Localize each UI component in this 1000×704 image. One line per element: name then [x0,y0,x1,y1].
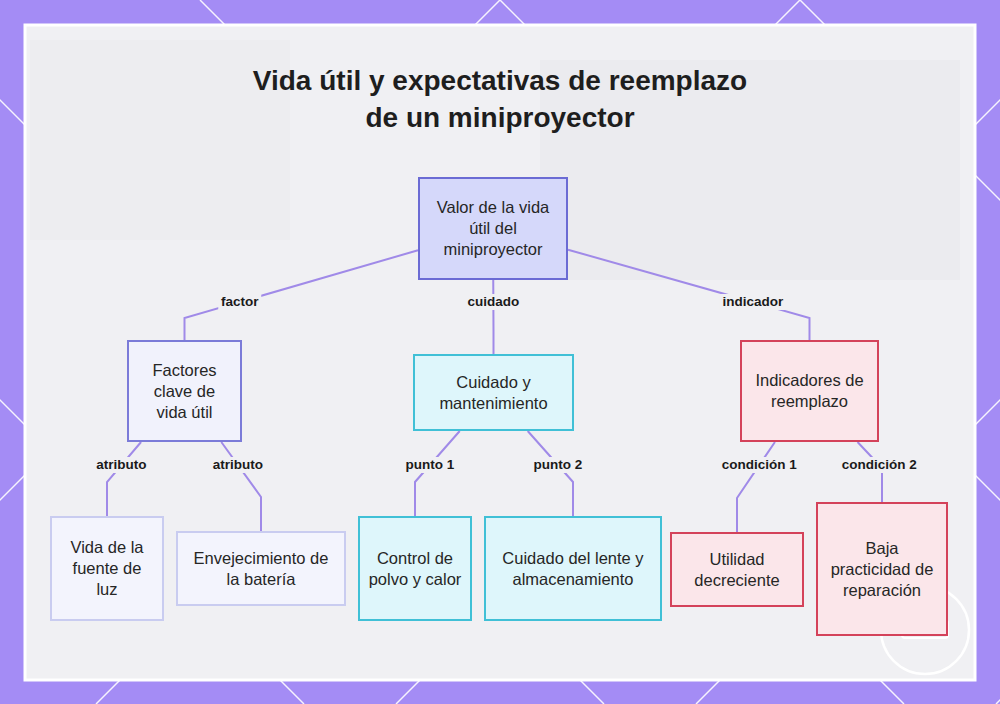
concept-box: Valor de la vida útil del miniproyector [418,177,568,280]
node-text: Valor de la vida útil del miniproyector [420,197,566,260]
connector-line [185,250,419,340]
edge-label: condición 1 [719,457,800,473]
connector-line [221,442,261,531]
edge-label: atributo [93,457,149,473]
node-text: Factores clave de vida útil [129,360,240,423]
connector-line [737,442,775,532]
edge-label: atributo [210,457,266,473]
concept-box: Factores clave de vida útil [127,340,242,442]
concept-box: Cuidado del lente y almacenamiento [484,516,662,621]
connector-line [107,442,141,516]
node-text: Envejecimiento de la batería [178,548,344,590]
connector-line [492,280,494,354]
edge-label: condición 2 [839,457,920,473]
connector-line [568,250,810,340]
diagram-title: Vida útil y expectativas de reemplazo de… [240,62,760,136]
node-text: Control de polvo y calor [360,548,470,590]
connector-line [528,431,573,516]
concept-box: Control de polvo y calor [358,516,472,621]
concept-box: Baja practicidad de reparación [816,502,948,636]
edge-label: indicador [720,294,787,310]
concept-box: Vida de la fuente de luz [50,516,164,621]
edge-label: factor [218,294,262,310]
edge-label: punto 1 [403,457,458,473]
node-text: Vida de la fuente de luz [52,537,162,600]
concept-box: Cuidado y mantenimiento [413,354,574,431]
node-text: Indicadores de reemplazo [742,370,877,412]
edge-label: cuidado [464,294,522,310]
edge-label: punto 2 [531,457,586,473]
concept-box: Envejecimiento de la batería [176,531,346,606]
node-text: Cuidado y mantenimiento [415,372,572,414]
concept-box: Indicadores de reemplazo [740,340,879,442]
node-text: Cuidado del lente y almacenamiento [486,548,660,590]
node-text: Utilidad decreciente [672,549,802,591]
concept-box: Utilidad decreciente [670,532,804,607]
node-text: Baja practicidad de reparación [818,538,946,601]
connector-line [415,431,460,516]
